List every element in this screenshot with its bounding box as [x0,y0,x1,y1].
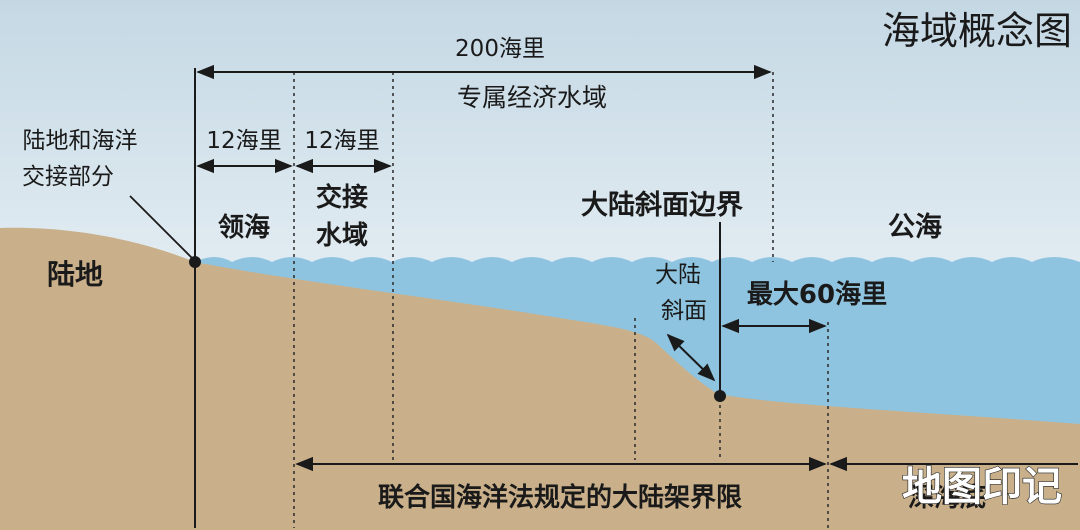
label-territorial-sea: 领海 [218,212,270,243]
label-contiguous-1: 交接 [316,182,368,213]
label-slope-2: 斜面 [661,298,707,324]
label-shelf-limit: 联合国海洋法规定的大陆架界限 [378,482,742,513]
slope-boundary-point [714,390,726,402]
label-max-60nm: 最大60海里 [747,280,887,310]
label-eez: 专属经济水域 [457,83,607,112]
label-12nm-a: 12海里 [206,128,281,154]
label-high-seas: 公海 [888,212,942,243]
label-12nm-b: 12海里 [304,128,379,154]
label-coast-junction-2: 交接部分 [22,164,114,190]
label-deep-sea: 深海底 [908,482,986,513]
coast-leader-line [129,195,193,259]
label-coast-junction-1: 陆地和海洋 [23,128,138,154]
arrow-slope [666,333,716,382]
label-slope-1: 大陆 [655,262,701,288]
title: 海域概念图 [882,9,1072,53]
label-slope-boundary: 大陆斜面边界 [581,190,743,221]
label-land: 陆地 [47,258,103,291]
watermark: 地图印记 [902,464,1062,510]
label-contiguous-2: 水域 [316,221,368,251]
coast-point [189,256,201,268]
land-and-seabed [0,227,1080,530]
label-200nm: 200海里 [455,36,545,62]
